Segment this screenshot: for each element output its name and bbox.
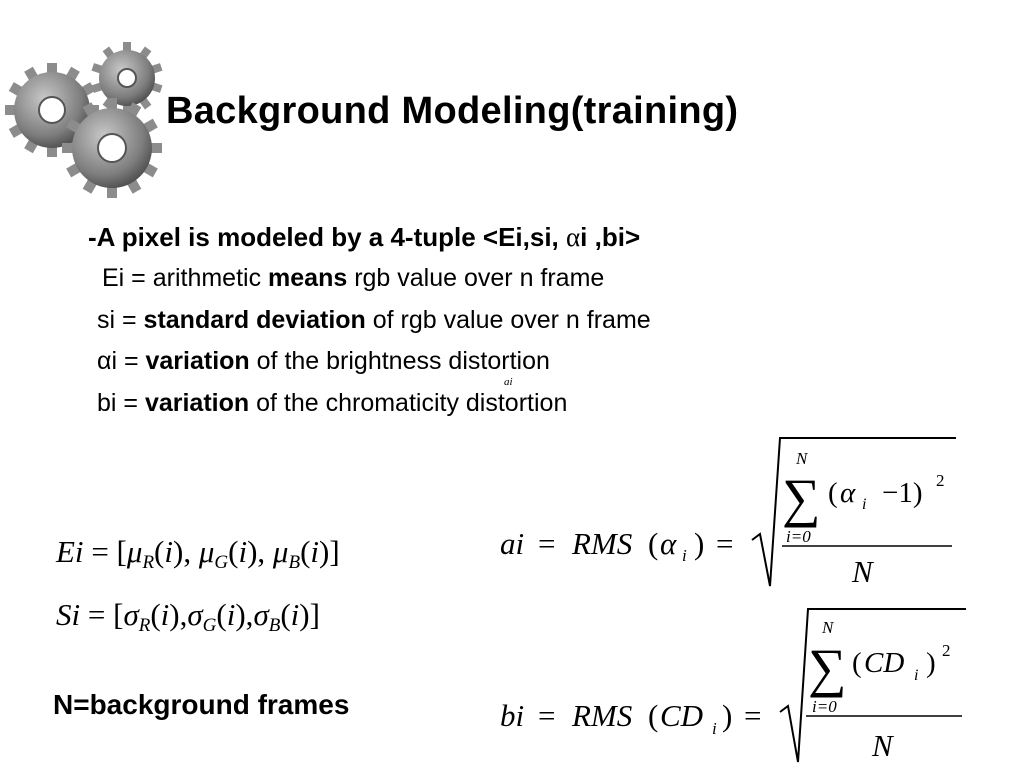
bi-radical: [779, 608, 966, 763]
bi-num-power: 2: [942, 641, 951, 660]
ai-sum-upper: N: [795, 449, 809, 468]
n-background-frames-note: N=background frames: [53, 689, 350, 720]
gear-tooth: [123, 42, 131, 54]
ai-num-paren: (: [828, 477, 838, 509]
bi-rms: RMS: [571, 698, 632, 733]
bi-lhs: bi: [500, 698, 524, 733]
gear-front-icon: [62, 98, 162, 198]
ai-sum-sigma: ∑: [782, 468, 821, 528]
formula-ei: Ei = [μR(i), μG(i), μB(i)]: [56, 534, 340, 573]
definition-ei: Ei = arithmetic means rgb value over n f…: [102, 264, 605, 292]
tuple-alpha-symbol: α: [566, 222, 581, 252]
ai-num-sub: i: [862, 496, 866, 513]
ai-radical: [751, 437, 956, 587]
formula-ai: ai = RMS ( α i ) = N ∑ i=0 ( α i −1) 2 N: [500, 437, 956, 588]
ai-lhs: ai: [500, 526, 524, 561]
gear-tooth: [107, 184, 117, 198]
ai-rms: RMS: [571, 526, 632, 561]
bi-paren-open: (: [648, 698, 658, 733]
ai-paren-close: ): [694, 526, 704, 561]
ai-num-power: 2: [936, 471, 945, 490]
tiny-ai-label: ai: [504, 376, 513, 388]
gear-top-icon: [91, 42, 163, 114]
formula-bi: bi = RMS ( CD i ) = N ∑ i=0 ( CD i ) 2 N: [500, 608, 966, 763]
tuple-line: -A pixel is modeled by a 4-tuple <Ei,si,…: [88, 222, 640, 253]
bi-equals-2: =: [744, 698, 761, 733]
bi-num-cd: CD: [864, 647, 904, 679]
bi-equals: =: [538, 698, 555, 733]
ai-paren-open: (: [648, 526, 658, 561]
definition-alpha-i: αi = variation of the brightness distort…: [97, 347, 550, 375]
ai-num-minus-one: −1): [882, 477, 923, 509]
definition-bi: bi = variation of the chromaticity disto…: [97, 389, 568, 417]
bi-paren-close: ): [722, 698, 732, 733]
formula-si: Si = [σR(i),σG(i),σB(i)]: [56, 597, 320, 636]
ai-equals-2: =: [716, 526, 733, 561]
ai-alpha-sub: i: [682, 546, 687, 565]
bi-num-paren-close: ): [926, 647, 936, 679]
ai-denominator: N: [851, 554, 875, 588]
ai-equals: =: [538, 526, 555, 561]
ai-sum-lower: i=0: [786, 527, 811, 546]
bi-sum-upper: N: [821, 618, 835, 637]
definition-si: si = standard deviation of rgb value ove…: [97, 306, 651, 334]
tuple-line-start: -A pixel is modeled by a 4-tuple <Ei,si,: [88, 222, 567, 252]
gear-tooth: [123, 102, 131, 114]
tuple-line-end: i ,bi>: [580, 222, 641, 252]
ai-alpha: α: [660, 526, 677, 561]
gear-tooth: [107, 98, 117, 112]
ai-num-alpha: α: [840, 477, 856, 509]
bi-num-paren-open: (: [852, 647, 862, 679]
bi-denominator: N: [871, 728, 895, 763]
gear-tooth: [47, 63, 57, 76]
gears-icon: [5, 42, 163, 198]
bi-cd: CD: [660, 698, 703, 733]
bi-num-sub: i: [914, 667, 918, 684]
slide-title: Background Modeling(training): [166, 90, 739, 132]
bi-sum-lower: i=0: [812, 697, 837, 716]
bi-cd-sub: i: [712, 719, 717, 738]
bi-sum-sigma: ∑: [808, 638, 847, 698]
gear-tooth: [47, 144, 57, 157]
